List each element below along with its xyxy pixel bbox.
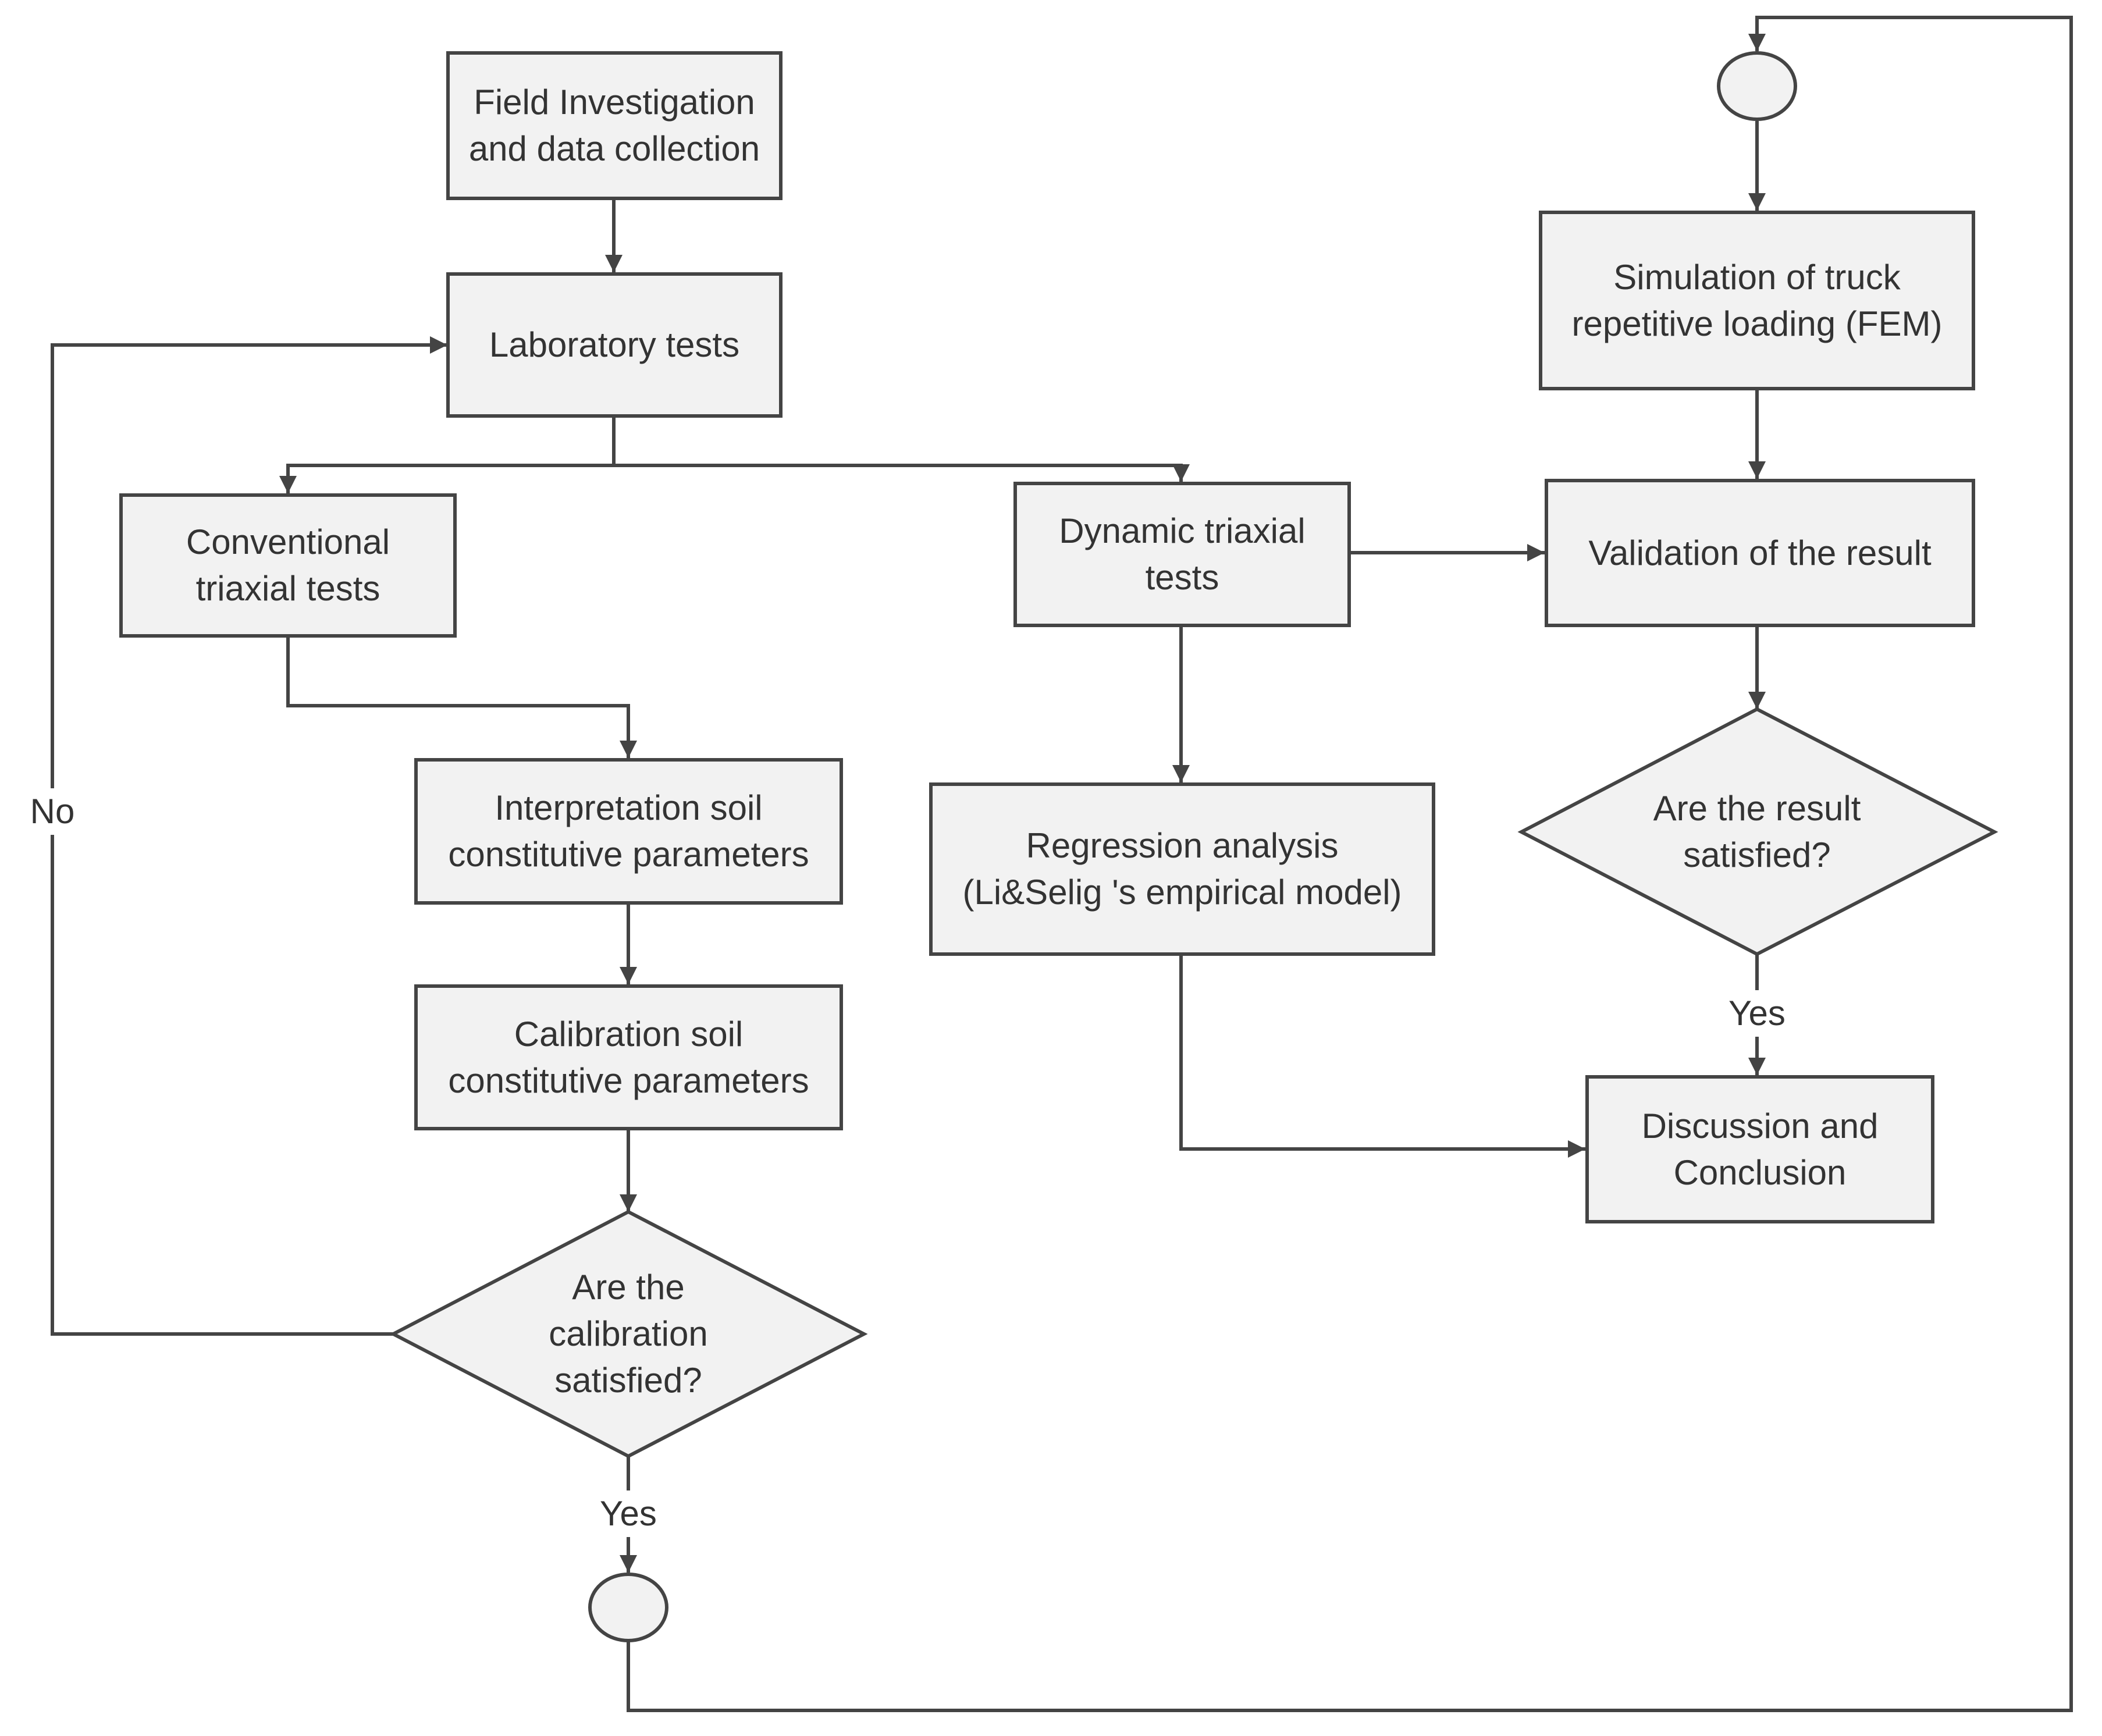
regression-analysis-box: Regression analysis (Li&Selig 's empiric… <box>929 782 1435 956</box>
connector-circle-bottom <box>588 1573 668 1642</box>
conventional-triaxial-label: Conventional triaxial tests <box>186 522 390 608</box>
discussion-conclusion-label: Discussion and Conclusion <box>1641 1106 1879 1192</box>
calibration-box: Calibration soil constitutive parameters <box>414 984 843 1130</box>
field-investigation-label: Field Investigation and data collection <box>468 83 760 168</box>
interpretation-box: Interpretation soil constitutive paramet… <box>414 758 843 905</box>
no-edge-label: No <box>23 788 81 835</box>
calibration-label: Calibration soil constitutive parameters <box>448 1014 809 1100</box>
arrow-lab-to-dynamic <box>614 464 1190 482</box>
arrow-offpage-loop <box>627 16 2073 1712</box>
connector-circle-top <box>1717 51 1797 121</box>
calibration-decision-diamond <box>389 1209 868 1458</box>
dynamic-triaxial-label: Dynamic triaxial tests <box>1059 511 1306 597</box>
arrow-no-loop-to-lab <box>51 336 447 1336</box>
arrow-conventional-to-interpretation <box>286 638 637 758</box>
discussion-conclusion-box: Discussion and Conclusion <box>1585 1075 1934 1223</box>
arrow-regression-to-discussion <box>1179 956 1585 1158</box>
laboratory-tests-box: Laboratory tests <box>446 272 783 418</box>
interpretation-label: Interpretation soil constitutive paramet… <box>448 788 809 874</box>
regression-analysis-label: Regression analysis (Li&Selig 's empiric… <box>962 826 1402 912</box>
result-decision-label: Are the result satisfied? <box>1653 789 1861 874</box>
yes-result-edge-label: Yes <box>1722 990 1792 1037</box>
yes-calibration-edge-label: Yes <box>593 1490 663 1537</box>
validation-label: Validation of the result <box>1588 533 1932 572</box>
field-investigation-box: Field Investigation and data collection <box>446 51 783 200</box>
laboratory-tests-label: Laboratory tests <box>489 325 740 364</box>
result-decision-diamond <box>1517 707 1998 956</box>
simulation-box: Simulation of truck repetitive loading (… <box>1539 211 1975 390</box>
calibration-decision-label: Are the calibration satisfied? <box>549 1268 708 1400</box>
validation-box: Validation of the result <box>1545 479 1975 627</box>
conventional-triaxial-box: Conventional triaxial tests <box>119 493 457 638</box>
simulation-label: Simulation of truck repetitive loading (… <box>1571 257 1943 343</box>
dynamic-triaxial-box: Dynamic triaxial tests <box>1013 482 1351 627</box>
arrow-lab-to-conventional <box>279 418 616 493</box>
